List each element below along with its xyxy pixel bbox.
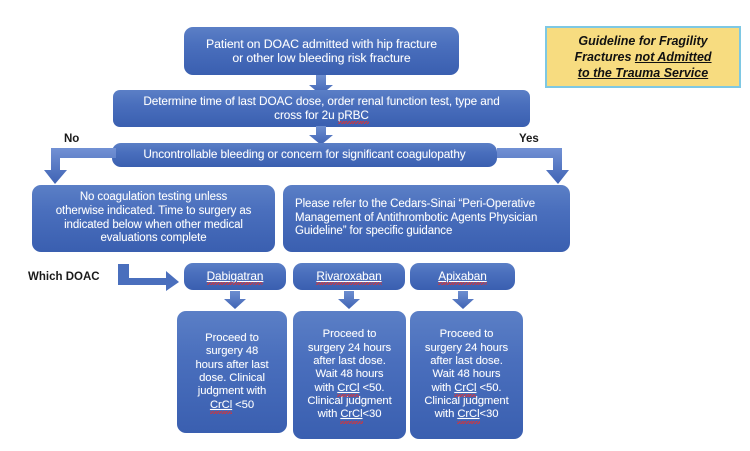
drug-detail-apixaban: Proceed to surgery 24 hours after last d… (410, 311, 523, 439)
node-decision-text: Uncontrollable bleeding or concern for s… (143, 147, 466, 162)
node-workup-line-1: Determine time of last DOAC dose, order … (143, 93, 500, 108)
drug-name-apixaban: Apixaban (438, 268, 488, 286)
node-start-line-1: Patient on DOAC admitted with hip fractu… (206, 36, 437, 51)
dabigatran-line-6: CrCl <50 (195, 398, 268, 415)
rivaroxaban-line-7-pre: with (317, 408, 341, 421)
node-branch-no-line-2: otherwise indicated. Time to surgery as (55, 204, 252, 217)
drug-header-apixaban: Apixaban (410, 263, 515, 290)
drug-header-dabigatran: Dabigatran (184, 263, 286, 290)
rivaroxaban-line-5-pre: with (314, 381, 338, 394)
arrow-dabigatran-to-detail (224, 291, 246, 309)
drug-header-rivaroxaban: Rivaroxaban (293, 263, 405, 290)
apixaban-line-5: with CrCl <50. (424, 381, 508, 398)
guideline-title-callout: Guideline for Fragility Fractures not Ad… (545, 26, 741, 88)
title-line-1: Guideline for Fragility (578, 34, 708, 48)
node-branch-yes: Please refer to the Cedars-Sinai “Peri-O… (283, 185, 570, 252)
node-workup: Determine time of last DOAC dose, order … (113, 90, 530, 127)
dabigatran-line-5: judgment with (197, 385, 267, 398)
rivaroxaban-line-2: surgery 24 hours (307, 341, 392, 354)
node-branch-no-line-3: indicated below when other medical (64, 218, 243, 231)
dabigatran-line-2: surgery 48 (205, 345, 259, 358)
title-line-2-plain: Fractures (574, 50, 635, 64)
rivaroxaban-line-3: after last dose. (313, 355, 386, 367)
node-branch-no: No coagulation testing unless otherwise … (32, 185, 275, 252)
apixaban-line-6: Clinical judgment (424, 394, 509, 407)
arrow-workup-to-decision (309, 126, 333, 145)
apixaban-crcl-value-1: <50. (476, 381, 502, 394)
apixaban-line-1: Proceed to (439, 328, 494, 341)
arrow-branch-no (44, 148, 116, 184)
dabigatran-crcl-value: <50 (232, 398, 255, 411)
node-branch-no-line-4: evaluations complete (100, 232, 207, 245)
node-workup-line-2-pre: cross for 2u (274, 107, 338, 122)
title-line-3: to the Trauma Service (577, 66, 709, 80)
apixaban-line-2: surgery 24 hours (424, 341, 509, 354)
rivaroxaban-line-5: with CrCl <50. (307, 381, 391, 398)
arrow-rivaroxaban-to-detail (338, 291, 360, 309)
drug-detail-rivaroxaban: Proceed to surgery 24 hours after last d… (293, 311, 406, 439)
arrow-apixaban-to-detail (452, 291, 474, 309)
dabigatran-line-3: hours after last (195, 358, 269, 371)
rivaroxaban-crcl-term-1: CrCl (337, 381, 360, 398)
branch-label-no: No (64, 133, 80, 145)
apixaban-line-7: with CrCl<30 (424, 408, 508, 425)
node-branch-yes-line-1: Please refer to the Cedars-Sinai “Peri-O… (295, 198, 536, 211)
apixaban-crcl-value-2: <30 (479, 408, 499, 421)
node-decision: Uncontrollable bleeding or concern for s… (112, 143, 497, 167)
node-branch-yes-line-2: Management of Antithrombotic Agents Phys… (295, 211, 538, 224)
node-workup-line-2: cross for 2u pRBC (143, 107, 499, 125)
apixaban-line-5-pre: with (431, 381, 455, 394)
drug-detail-dabigatran: Proceed to surgery 48 hours after last d… (177, 311, 287, 433)
node-branch-yes-line-3: Guideline” for specific guidance (295, 225, 453, 238)
apixaban-crcl-term-1: CrCl (454, 381, 477, 398)
branch-label-which-doac: Which DOAC (28, 271, 100, 283)
rivaroxaban-line-1: Proceed to (322, 328, 377, 341)
rivaroxaban-line-7: with CrCl<30 (307, 408, 391, 425)
apixaban-crcl-term-2: CrCl (457, 408, 480, 425)
rivaroxaban-line-6: Clinical judgment (307, 394, 392, 407)
drug-name-rivaroxaban: Rivaroxaban (316, 268, 382, 286)
rivaroxaban-crcl-value-1: <50. (359, 381, 385, 394)
apixaban-line-7-pre: with (434, 408, 458, 421)
apixaban-line-4: Wait 48 hours (432, 368, 501, 381)
rivaroxaban-crcl-term-2: CrCl (340, 408, 363, 425)
apixaban-line-3: after last dose. (430, 355, 503, 367)
arrow-branch-yes (497, 148, 569, 184)
dabigatran-line-4: dose. Clinical (199, 372, 265, 384)
branch-label-yes: Yes (519, 133, 539, 145)
drug-name-dabigatran: Dabigatran (206, 268, 264, 286)
arrow-which-doac (118, 264, 179, 291)
rivaroxaban-line-4: Wait 48 hours (315, 368, 384, 381)
title-line-2-underlined: not Admitted (634, 50, 712, 64)
node-workup-flagged-term: pRBC (337, 107, 369, 125)
node-start-line-2: or other low bleeding risk fracture (232, 51, 411, 65)
rivaroxaban-crcl-value-2: <30 (362, 408, 382, 421)
dabigatran-crcl-term: CrCl (209, 398, 233, 415)
dabigatran-line-1: Proceed to (205, 332, 259, 345)
node-branch-no-line-1: No coagulation testing unless (79, 191, 228, 204)
node-start: Patient on DOAC admitted with hip fractu… (184, 27, 459, 75)
title-line-2: Fractures not Admitted (574, 49, 711, 65)
